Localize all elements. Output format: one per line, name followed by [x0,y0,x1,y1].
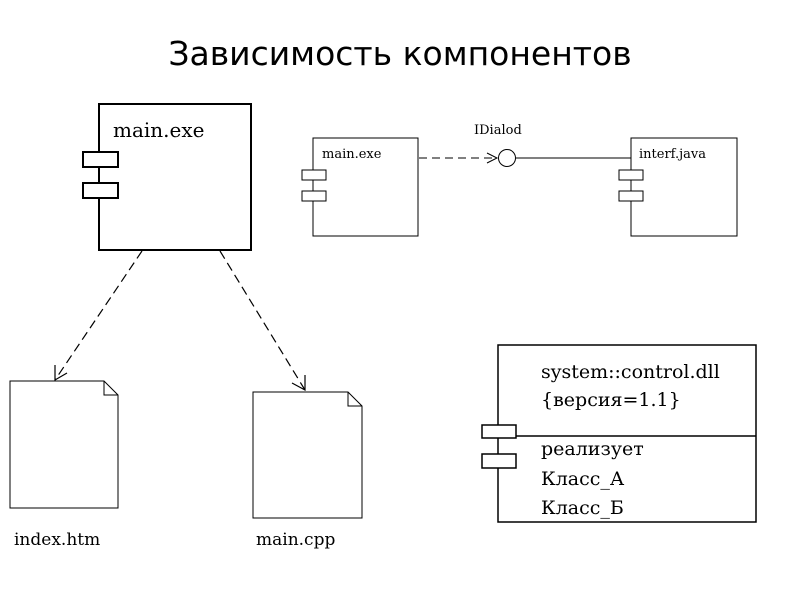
dependency-main-exe-to-index-htm [54,250,143,382]
document-icon [9,380,119,509]
document-label: main.cpp [256,530,335,550]
component-box [98,103,252,251]
interface-circle-icon [498,149,516,167]
component-port-bottom [481,453,517,469]
class-item: Класс_А [541,468,625,490]
component-port-bottom [618,190,644,202]
component-tagged-value: {версия=1.1} [541,389,681,411]
component-box [312,137,419,237]
dependency-arrowhead [486,152,499,164]
component-port-top [618,169,644,181]
component-box [497,344,757,523]
component-box [630,137,738,237]
component-label: interf.java [639,147,706,162]
document-fold [103,381,118,396]
document-icon [252,391,363,519]
component-name: system::control.dll [541,361,720,383]
component-label: main.exe [113,118,204,142]
page-title: Зависимость компонентов [168,34,632,73]
interface-label: IDialod [474,123,522,138]
compartment-title: реализует [541,438,644,460]
class-item: Класс_Б [541,497,624,519]
component-main-exe-small[interactable]: main.exe [301,137,419,237]
component-port-top [481,424,517,439]
document-main-cpp[interactable]: main.cpp [252,391,363,550]
component-control-dll[interactable]: system::control.dll {версия=1.1} реализу… [481,344,757,523]
component-label: main.exe [322,147,382,162]
component-interf-java[interactable]: interf.java [618,137,738,237]
component-port-top [301,169,327,181]
component-main-exe-big[interactable]: main.exe [82,103,252,251]
component-port-bottom [301,190,327,202]
component-port-top [82,151,119,168]
dependency-arrowhead [54,365,68,382]
dependency-main-exe-to-main-cpp [219,250,306,392]
document-fold [347,392,362,407]
interface-idialod[interactable]: IDialod [474,123,631,167]
document-label: index.htm [14,530,100,550]
dependency-line [54,250,143,381]
dependency-main-exe-to-interface [419,152,499,164]
document-index-htm[interactable]: index.htm [9,380,119,550]
dependency-line [219,250,306,391]
component-port-bottom [82,182,119,199]
dependency-arrowhead [291,375,306,392]
